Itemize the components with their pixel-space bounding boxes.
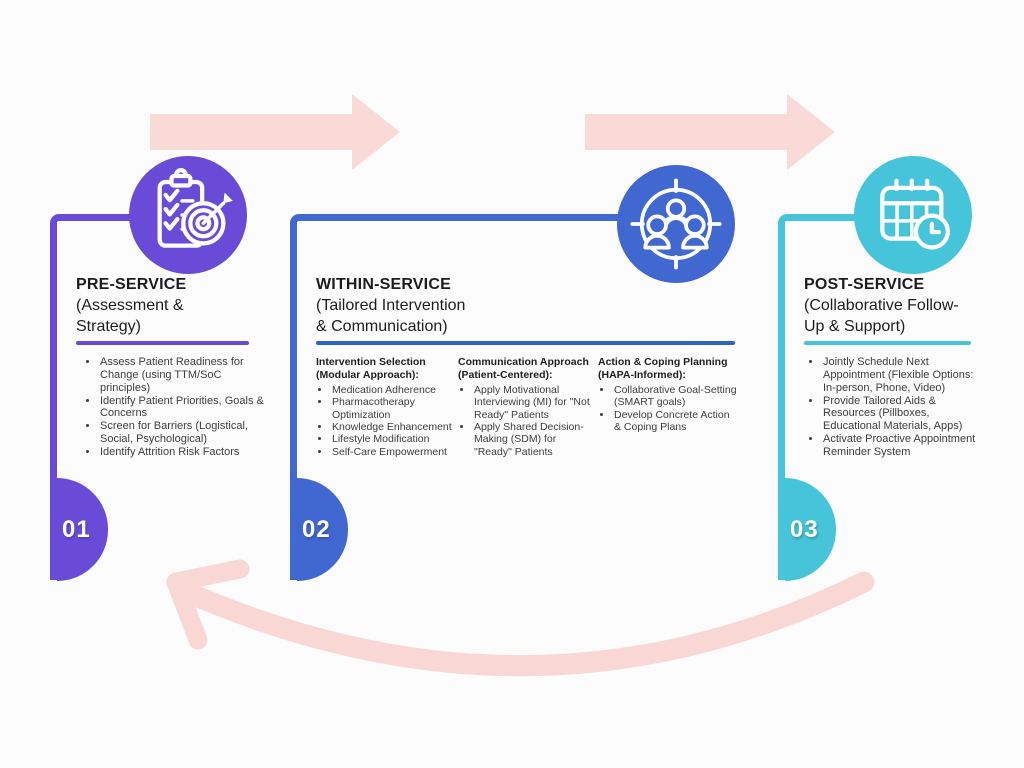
phase2-title: WITHIN-SERVICE bbox=[316, 276, 451, 293]
phase2-column-action-planning: Action & Coping Planning (HAPA-Informed)… bbox=[598, 356, 738, 433]
phase1-number: 01 bbox=[62, 515, 91, 543]
phase3-bracket bbox=[778, 214, 913, 580]
phase3-bullets: Jointly Schedule Next Appointment (Flexi… bbox=[807, 356, 987, 459]
bullet-item: Provide Tailored Aids & Resources (Pillb… bbox=[822, 395, 987, 434]
phase3-number: 03 bbox=[790, 515, 819, 543]
bullet-item: Apply Motivational Interviewing (MI) for… bbox=[473, 384, 596, 421]
phase2-title-block: WITHIN-SERVICE (Tailored Intervention & … bbox=[316, 274, 576, 337]
column-heading: Action & Coping Planning (HAPA-Informed)… bbox=[598, 356, 728, 381]
bullet-item: Pharmacotherapy Optimization bbox=[331, 396, 456, 421]
clipboard-checklist-target-icon bbox=[129, 156, 247, 274]
phase3-subtitle: (Collaborative Follow- Up & Support) bbox=[804, 297, 959, 335]
calendar-clock-icon bbox=[854, 156, 972, 274]
phase3-divider bbox=[804, 341, 971, 345]
bullet-item: Identify Patient Priorities, Goals & Con… bbox=[99, 395, 270, 421]
bullet-item: Lifestyle Modification bbox=[331, 433, 456, 445]
phase1-bullets: Assess Patient Readiness for Change (usi… bbox=[84, 356, 270, 459]
phase1-title: PRE-SERVICE bbox=[76, 276, 187, 293]
phase1-bracket bbox=[50, 214, 190, 580]
bullet-item: Activate Proactive Appointment Reminder … bbox=[822, 433, 987, 459]
bullet-item: Self-Care Empowerment bbox=[331, 446, 456, 458]
phase2-number: 02 bbox=[302, 515, 331, 543]
column-heading: Intervention Selection (Modular Approach… bbox=[316, 356, 426, 381]
phase2-bracket bbox=[290, 214, 676, 580]
bullet-item: Apply Shared Decision-Making (SDM) for "… bbox=[473, 421, 596, 458]
phase2-column-communication: Communication Approach (Patient-Centered… bbox=[458, 356, 596, 458]
bullet-item: Medication Adherence bbox=[331, 384, 456, 396]
team-target-icon bbox=[617, 165, 735, 283]
phase2-divider bbox=[316, 341, 735, 345]
bullet-item: Screen for Barriers (Logistical, Social,… bbox=[99, 420, 270, 446]
phase3-title: POST-SERVICE bbox=[804, 276, 925, 293]
column-heading: Communication Approach (Patient-Centered… bbox=[458, 356, 589, 381]
bullet-item: Collaborative Goal-Setting (SMART goals) bbox=[613, 384, 738, 409]
bullet-item: Identify Attrition Risk Factors bbox=[99, 446, 270, 459]
phase2-column-intervention: Intervention Selection (Modular Approach… bbox=[316, 356, 456, 458]
phase1-title-block: PRE-SERVICE (Assessment & Strategy) bbox=[76, 274, 276, 337]
phase3-title-block: POST-SERVICE (Collaborative Follow- Up &… bbox=[804, 274, 1004, 337]
phase1-subtitle: (Assessment & Strategy) bbox=[76, 297, 184, 335]
bullet-item: Jointly Schedule Next Appointment (Flexi… bbox=[822, 356, 987, 395]
phase1-divider bbox=[76, 341, 249, 345]
phase2-subtitle: (Tailored Intervention & Communication) bbox=[316, 297, 466, 335]
bullet-item: Knowledge Enhancement bbox=[331, 421, 456, 433]
bullet-item: Develop Concrete Action & Coping Plans bbox=[613, 409, 738, 434]
bullet-item: Assess Patient Readiness for Change (usi… bbox=[99, 356, 270, 395]
